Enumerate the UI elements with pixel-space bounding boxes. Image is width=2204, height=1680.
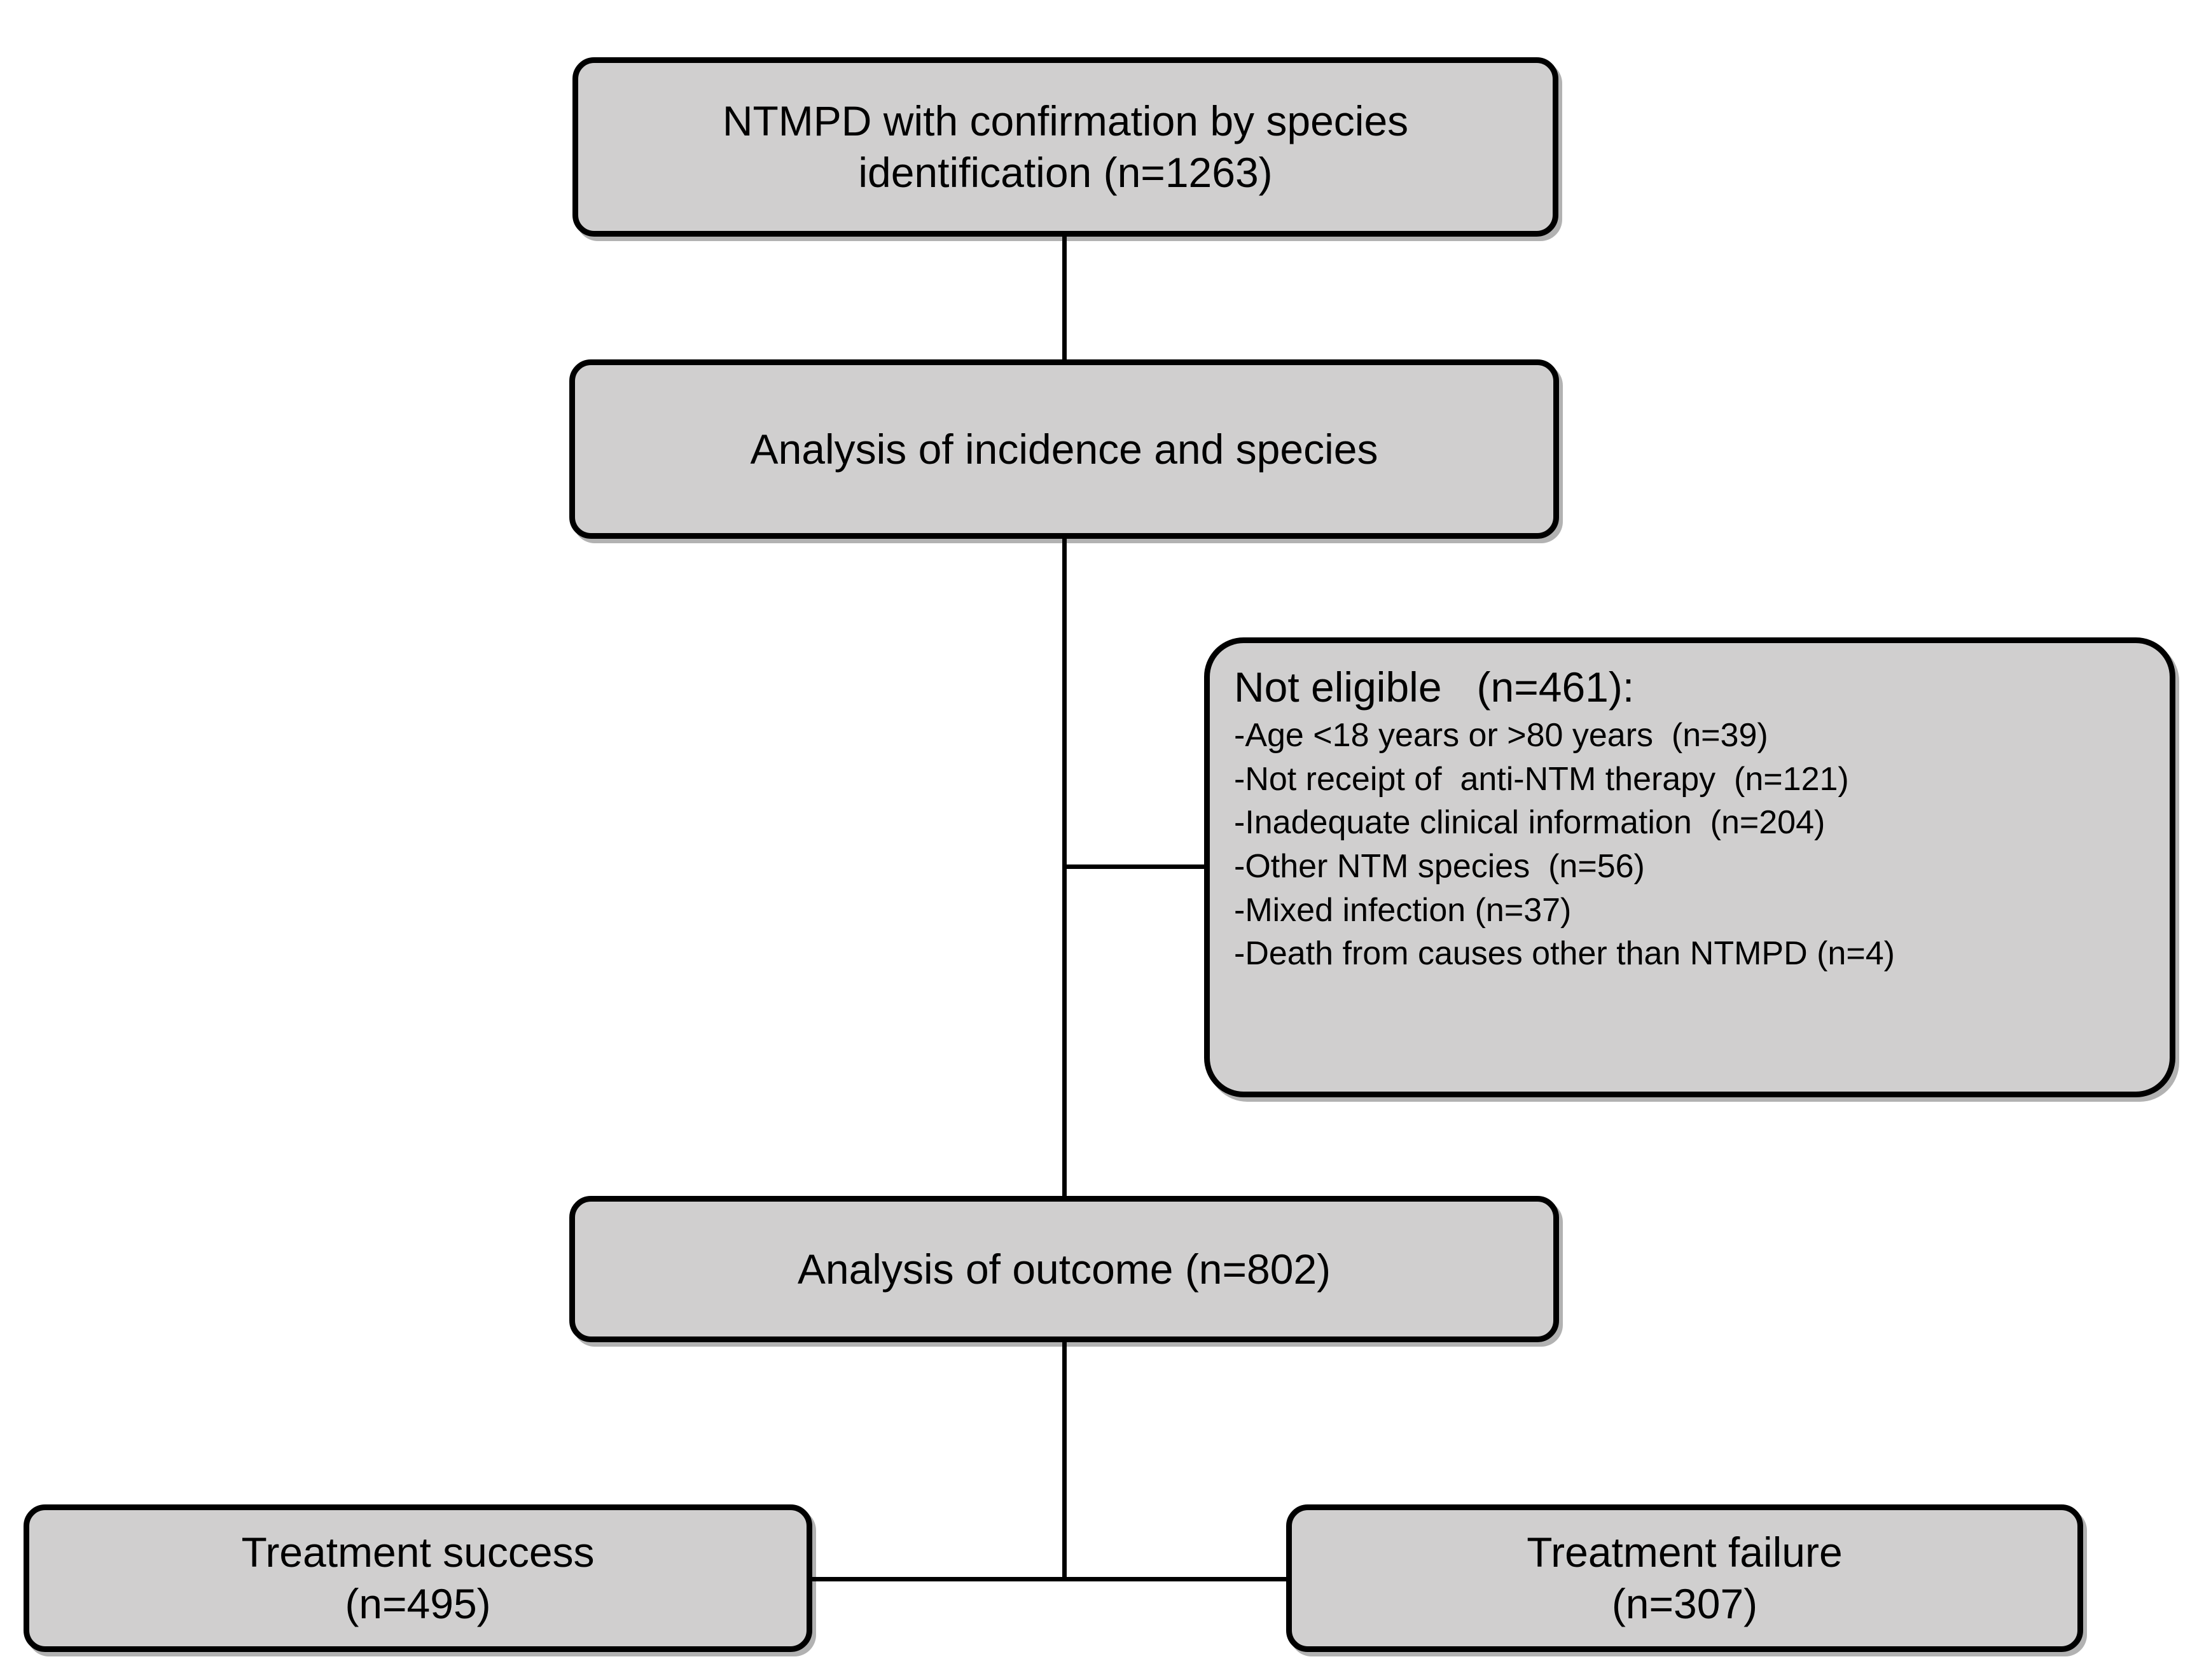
not-eligible-title: Not eligible (n=461): [1234,663,1635,711]
node-treatment-failure-label: Treatment failure (n=307) [1527,1529,1843,1627]
node-analysis-outcome: Analysis of outcome (n=802) [569,1196,1559,1342]
not-eligible-content: Not eligible (n=461): -Age <18 years or … [1210,643,2170,976]
node-treatment-success-label: Treatment success (n=495) [241,1529,595,1627]
not-eligible-item-inadequate-info: -Inadequate clinical information (n=204) [1234,804,1826,842]
connector-to-not-eligible [1062,864,1209,869]
connector-bottom-split [808,1577,1290,1581]
node-ntmpd-confirmation: NTMPD with confirmation by species ident… [572,57,1558,237]
node-treatment-failure: Treatment failure (n=307) [1286,1504,2083,1652]
not-eligible-item-age: -Age <18 years or >80 years (n=39) [1234,717,1768,754]
not-eligible-item-mixed-infection: -Mixed infection (n=37) [1234,891,1572,929]
node-treatment-success: Treatment success (n=495) [24,1504,812,1652]
node-analysis-incidence-species: Analysis of incidence and species [569,359,1559,539]
node-not-eligible: Not eligible (n=461): -Age <18 years or … [1204,637,2175,1097]
not-eligible-item-death-other-causes: -Death from causes other than NTMPD (n=4… [1234,935,1895,973]
node-analysis-outcome-label: Analysis of outcome (n=802) [797,1245,1331,1293]
node-analysis-incidence-species-label: Analysis of incidence and species [750,425,1378,473]
not-eligible-item-other-species: -Other NTM species (n=56) [1234,848,1645,885]
not-eligible-item-no-therapy: -Not receipt of anti-NTM therapy (n=121) [1234,760,1849,798]
node-ntmpd-confirmation-label: NTMPD with confirmation by species ident… [722,97,1409,196]
connector-outcome-to-split [1062,1341,1067,1581]
connector-top-to-incidence [1062,237,1067,361]
